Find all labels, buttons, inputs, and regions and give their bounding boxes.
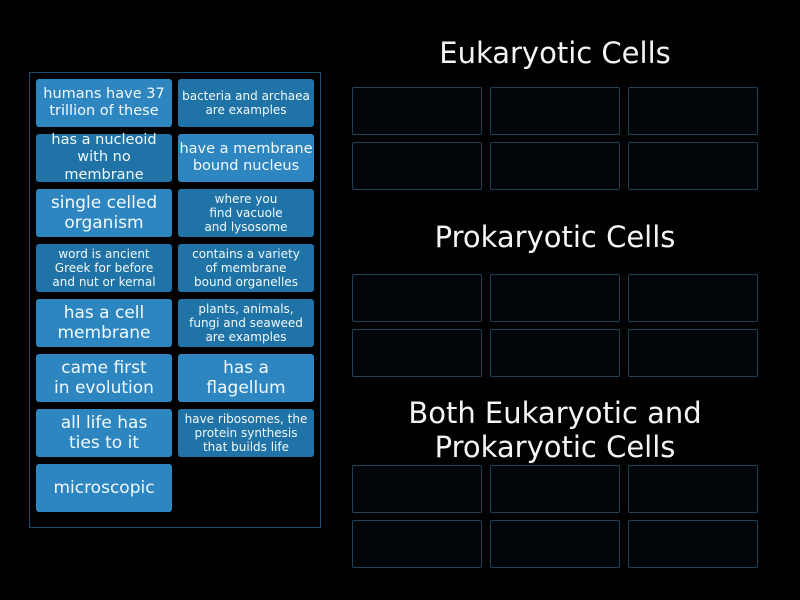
drop-slot[interactable] (628, 465, 758, 513)
group-section-both: Both Eukaryotic and Prokaryotic Cells (352, 396, 766, 568)
drop-slot[interactable] (490, 87, 620, 135)
drop-slot[interactable] (490, 142, 620, 190)
drop-slot[interactable] (628, 87, 758, 135)
drop-slot[interactable] (490, 274, 620, 322)
group-section-eukaryotic: Eukaryotic Cells (352, 36, 766, 190)
drop-slot[interactable] (490, 520, 620, 568)
draggable-card[interactable]: single celled organism (36, 189, 172, 237)
draggable-card[interactable]: contains a variety of membrane bound org… (178, 244, 314, 292)
draggable-card[interactable]: humans have 37 trillion of these (36, 79, 172, 127)
draggable-card[interactable]: bacteria and archaea are examples (178, 79, 314, 127)
drop-slot[interactable] (490, 465, 620, 513)
drop-slot[interactable] (352, 142, 482, 190)
group-title: Eukaryotic Cells (439, 36, 671, 70)
draggable-card[interactable]: has a cell membrane (36, 299, 172, 347)
draggable-card[interactable]: all life has ties to it (36, 409, 172, 457)
drop-slot[interactable] (352, 520, 482, 568)
slot-grid (352, 274, 766, 377)
drop-slot[interactable] (490, 329, 620, 377)
draggable-card[interactable]: came first in evolution (36, 354, 172, 402)
drop-slot[interactable] (628, 329, 758, 377)
draggable-card[interactable]: has a nucleoid with no membrane (36, 132, 172, 183)
drop-slot[interactable] (352, 87, 482, 135)
group-section-prokaryotic: Prokaryotic Cells (352, 220, 766, 377)
slot-grid (352, 87, 766, 190)
draggable-card[interactable]: microscopic (36, 464, 172, 512)
drop-slot[interactable] (352, 329, 482, 377)
draggable-card[interactable]: have ribosomes, the protein synthesis th… (178, 409, 314, 457)
drop-slot[interactable] (352, 465, 482, 513)
drop-slot[interactable] (628, 520, 758, 568)
draggable-card[interactable]: where you find vacuole and lysosome (178, 189, 314, 237)
drop-slot[interactable] (628, 274, 758, 322)
slot-grid (352, 465, 766, 568)
group-title: Both Eukaryotic and Prokaryotic Cells (408, 396, 702, 464)
drop-slot[interactable] (352, 274, 482, 322)
draggable-card[interactable]: have a membrane bound nucleus (178, 134, 314, 182)
group-title: Prokaryotic Cells (434, 220, 676, 254)
draggable-card[interactable]: word is ancient Greek for before and nut… (36, 244, 172, 292)
draggable-card[interactable]: plants, animals, fungi and seaweed are e… (178, 299, 314, 347)
drop-slot[interactable] (628, 142, 758, 190)
draggable-card[interactable]: has a flagellum (178, 354, 314, 402)
